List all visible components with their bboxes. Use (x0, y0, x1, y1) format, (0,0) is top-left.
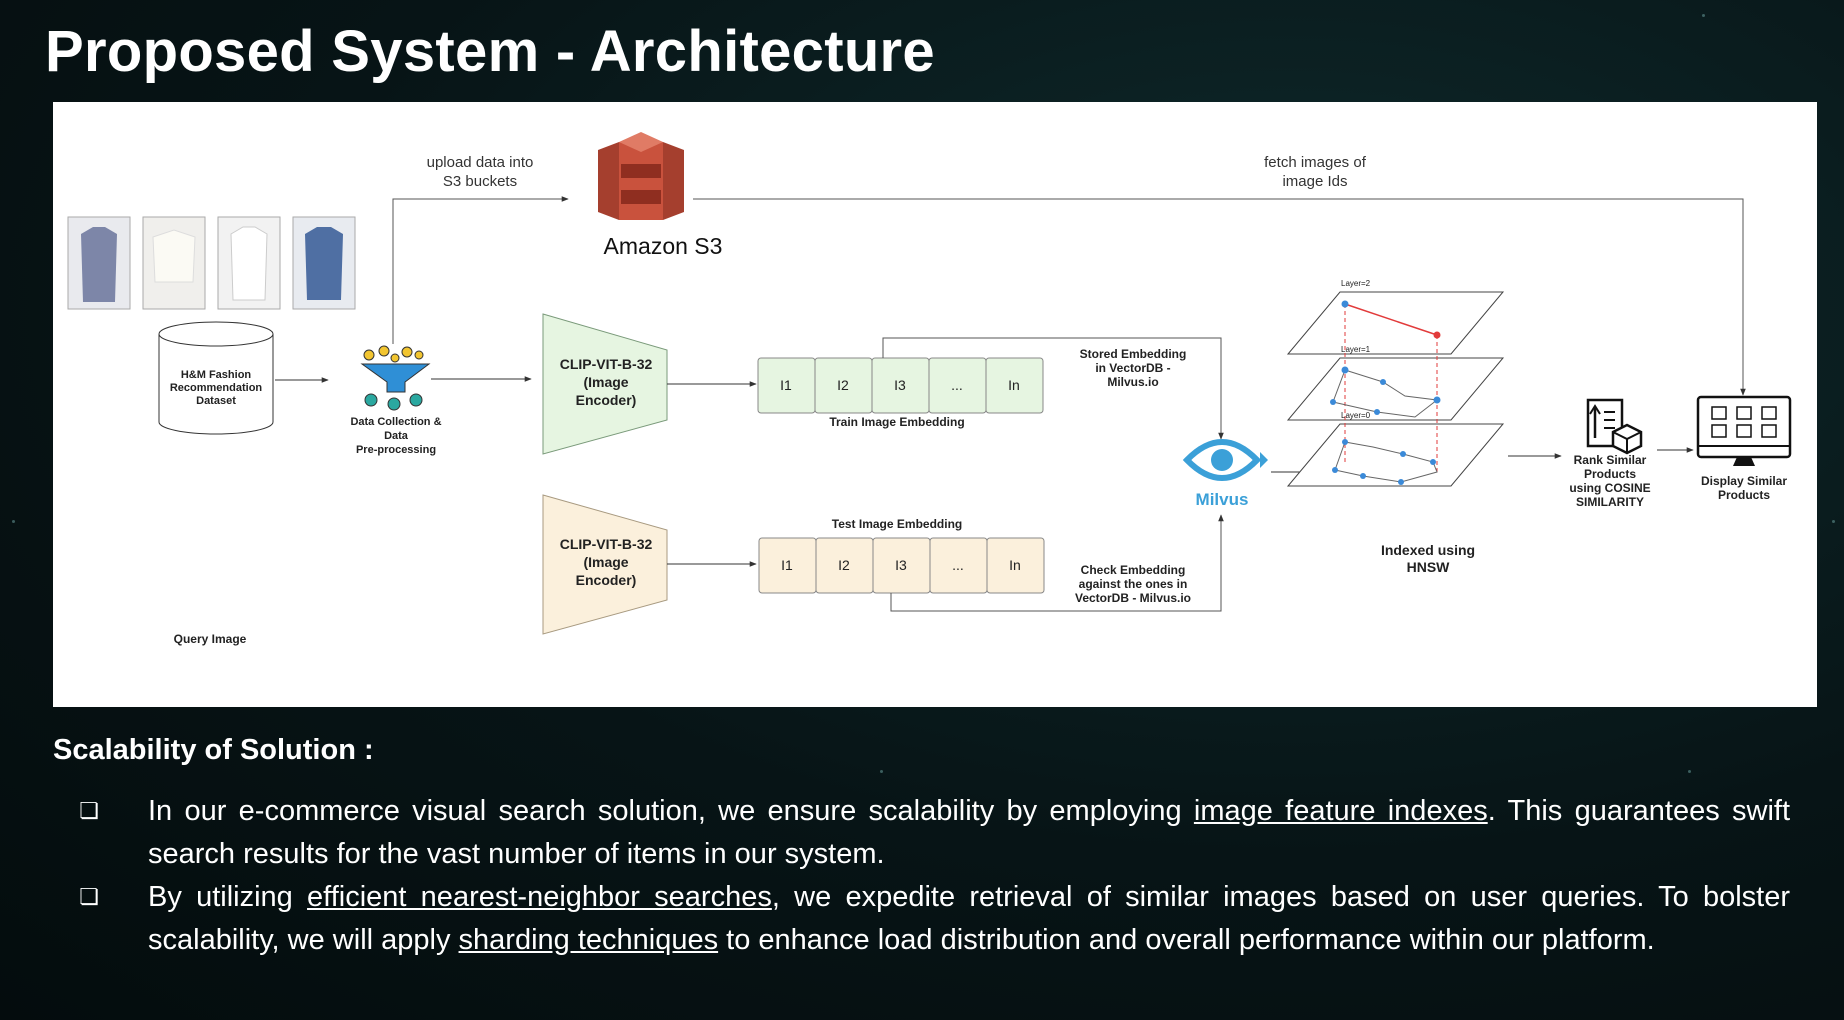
test-embedding: I1 I2 I3 ... In (758, 537, 1045, 594)
train-label: Train Image Embedding (829, 415, 964, 429)
checkbox-bullet-icon: ❏ (79, 799, 99, 824)
upload-label-2: S3 buckets (443, 173, 517, 190)
architecture-diagram: H&M Fashion Recommendation Dataset Data … (53, 102, 1817, 707)
train-cell-1: I1 (780, 377, 792, 393)
link-sharding-techniques[interactable]: sharding techniques (458, 924, 719, 956)
test-cell-1: I1 (781, 557, 793, 573)
train-cell-4: ... (951, 377, 963, 393)
check-label-3: VectorDB - Milvus.io (1075, 591, 1191, 605)
train-cell-5: In (1008, 377, 1020, 393)
checkbox-bullet-icon: ❏ (79, 885, 99, 910)
scalability-heading: Scalability of Solution : (53, 734, 374, 766)
test-encoder: CLIP-VIT-B-32 (Image Encoder) (542, 494, 668, 635)
funnel-icon (360, 345, 431, 411)
rank-label-4: SIMILARITY (1576, 495, 1644, 509)
check-label-1: Check Embedding (1081, 563, 1186, 577)
test-cell-5: In (1009, 557, 1021, 573)
dataset-label-3: Dataset (196, 395, 236, 407)
hnsw-label-2: HNSW (1407, 559, 1451, 575)
train-encoder-label-1: CLIP-VIT-B-32 (560, 356, 653, 372)
train-embedding: I1 I2 I3 ... In (757, 357, 1044, 414)
bullet-text-part: , we expedite retrieval of similar image… (148, 881, 1790, 956)
bullet-text-part: . This guarantees swift search results f… (148, 795, 1791, 870)
layer-label-1: Layer=1 (1341, 345, 1371, 354)
hnsw-layers: Layer=2 Layer=1 Layer=0 (1286, 279, 1505, 487)
milvus-eye-icon (1182, 439, 1268, 481)
test-encoder-label-3: Encoder) (576, 572, 637, 588)
link-nearest-neighbor[interactable]: efficient nearest-neighbor searches (307, 881, 772, 913)
test-cell-3: I3 (895, 557, 907, 573)
stored-label-2: in VectorDB - (1095, 361, 1170, 375)
bullet-text-part: to enhance load distribution and overall… (718, 924, 1655, 956)
monitor-icon (1696, 395, 1792, 466)
display-label-2: Products (1718, 488, 1770, 502)
collection-label-3: Pre-processing (356, 444, 436, 456)
train-cell-2: I2 (837, 377, 849, 393)
milvus-label: Milvus (1196, 490, 1249, 509)
bullet-item: ❏ In our e-commerce visual search soluti… (74, 790, 1790, 876)
test-encoder-label-1: CLIP-VIT-B-32 (560, 536, 653, 552)
stored-label-3: Milvus.io (1107, 375, 1158, 389)
amazon-s3-icon (598, 132, 684, 220)
check-label-2: against the ones in (1079, 577, 1188, 591)
collection-label-2: Data (384, 430, 409, 442)
rank-label-3: using COSINE (1569, 481, 1650, 495)
bullet-text: In our e-commerce visual search solution… (148, 790, 1790, 876)
upload-label-1: upload data into (427, 154, 534, 171)
hnsw-label-1: Indexed using (1381, 542, 1475, 558)
fetch-label-1: fetch images of (1264, 154, 1367, 171)
bullet-text-part: By utilizing (148, 881, 308, 913)
test-cell-4: ... (952, 557, 964, 573)
link-image-feature-indexes[interactable]: image feature indexes (1193, 795, 1488, 827)
product-images (67, 216, 356, 310)
stored-label-1: Stored Embedding (1080, 347, 1187, 361)
train-encoder: CLIP-VIT-B-32 (Image Encoder) (542, 313, 668, 455)
dataset-cylinder: H&M Fashion Recommendation Dataset (158, 321, 274, 435)
layer-label-0: Layer=0 (1341, 411, 1371, 420)
rank-icon (1586, 398, 1643, 455)
bullet-text-part: In our e-commerce visual search solution… (148, 795, 1194, 827)
fetch-label-2: image Ids (1282, 173, 1347, 190)
display-label-1: Display Similar (1701, 474, 1787, 488)
bullet-item: ❏ By utilizing efficient nearest-neighbo… (74, 876, 1790, 962)
train-encoder-label-2: (Image (583, 374, 628, 390)
query-image-label: Query Image (174, 632, 247, 646)
rank-label-2: Products (1584, 467, 1636, 481)
dataset-label-2: Recommendation (170, 382, 263, 394)
bullet-text: By utilizing efficient nearest-neighbor … (148, 876, 1790, 962)
slide-title: Proposed System - Architecture (45, 19, 935, 84)
train-encoder-label-3: Encoder) (576, 392, 637, 408)
s3-label: Amazon S3 (604, 233, 723, 259)
dataset-label-1: H&M Fashion (181, 369, 252, 381)
rank-label-1: Rank Similar (1574, 453, 1647, 467)
test-cell-2: I2 (838, 557, 850, 573)
test-encoder-label-2: (Image (583, 554, 628, 570)
layer-label-2: Layer=2 (1341, 279, 1371, 288)
train-cell-3: I3 (894, 377, 906, 393)
test-label: Test Image Embedding (832, 517, 962, 531)
collection-label-1: Data Collection & (350, 416, 441, 428)
